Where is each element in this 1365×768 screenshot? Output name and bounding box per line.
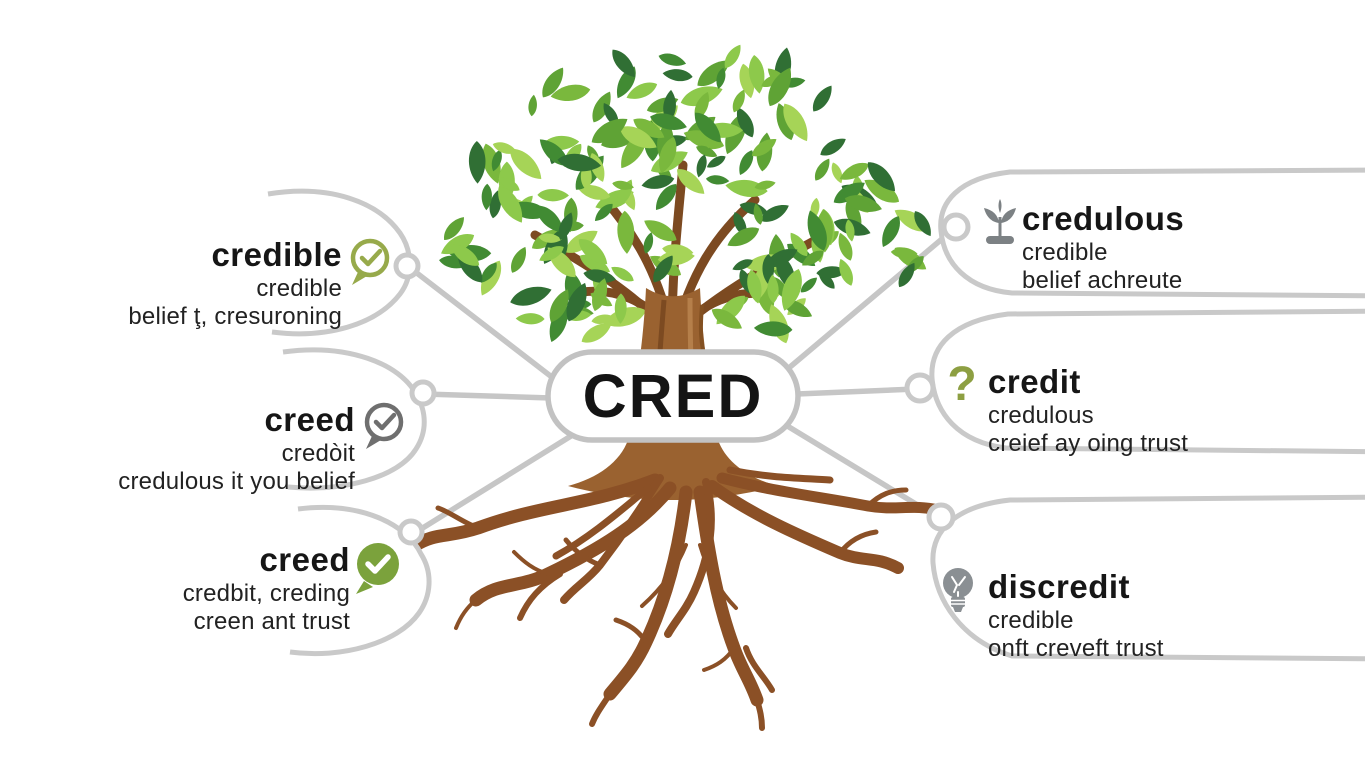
connector-line (410, 433, 574, 537)
connector-lines (406, 225, 958, 537)
branch-node-credit: credit credulous creief ay oing trust (988, 363, 1348, 458)
branch-note: credbit, creding (182, 579, 350, 607)
tree-roots (407, 440, 944, 731)
branch-note: credòit (281, 439, 355, 467)
bubble-outline-right-2 (929, 308, 1365, 455)
branch-note: credible (256, 274, 342, 302)
branch-note: creen ant trust (193, 608, 350, 636)
branch-word: credulous (1022, 200, 1185, 237)
branch-note: credulous it you belief (118, 468, 355, 496)
check-circle-speech-solid-green-icon (356, 543, 399, 594)
bubble-tail (926, 502, 956, 532)
bubble-tail (904, 372, 936, 404)
branch-note: credible (1022, 238, 1108, 266)
tree-illustration (407, 41, 944, 731)
branch-node-creed-2: creed credbit, creding creen ant trust (70, 541, 350, 636)
connector-line (794, 386, 919, 397)
connector-line (406, 264, 560, 384)
connector-line (421, 391, 554, 401)
branch-word: credible (211, 236, 342, 273)
branch-note: credible (988, 606, 1074, 634)
cred-root-pill (545, 349, 801, 443)
bubble-tail (393, 252, 421, 280)
connector-line (787, 225, 958, 370)
branch-node-creed: creed credòit credulous it you belief (75, 401, 355, 496)
branch-node-credulous: credulous credible belief achreute (1022, 200, 1352, 295)
question-mark-icon: ? (947, 358, 976, 410)
branch-word: credit (988, 363, 1081, 400)
bubble-tail (397, 518, 425, 546)
branch-note: onft creveft trust (988, 635, 1164, 663)
question-glyph: ? (947, 358, 976, 410)
bubble-outline-right-1 (938, 167, 1365, 299)
branch-node-discredit: discredit credible onft creveft trust (988, 568, 1348, 663)
bubble-outlines (267, 167, 1365, 662)
root-word-label: CRED (582, 362, 764, 430)
branch-note: belief achreute (1022, 267, 1183, 295)
check-circle-speech-outline-green-icon (350, 238, 390, 285)
bubble-tail (941, 212, 971, 242)
bubble-outline-left-2 (282, 347, 427, 491)
lightbulb-icon (943, 568, 973, 612)
bubble-outline-left-3 (289, 504, 432, 657)
bubble-tail (409, 379, 437, 407)
branch-word: discredit (988, 568, 1131, 605)
branch-node-credible: credible credible belief ţ, cresuroning (60, 236, 342, 331)
bubble-outline-right-3 (930, 494, 1365, 662)
check-circle-speech-outline-gray-icon (364, 402, 404, 449)
branch-note: creief ay oing trust (988, 430, 1189, 458)
branch-note: belief ţ, cresuroning (128, 303, 342, 331)
sprout-icon (984, 199, 1016, 244)
branch-word: creed (259, 541, 350, 578)
branch-word: creed (264, 401, 355, 438)
branch-note: credulous (988, 401, 1094, 429)
